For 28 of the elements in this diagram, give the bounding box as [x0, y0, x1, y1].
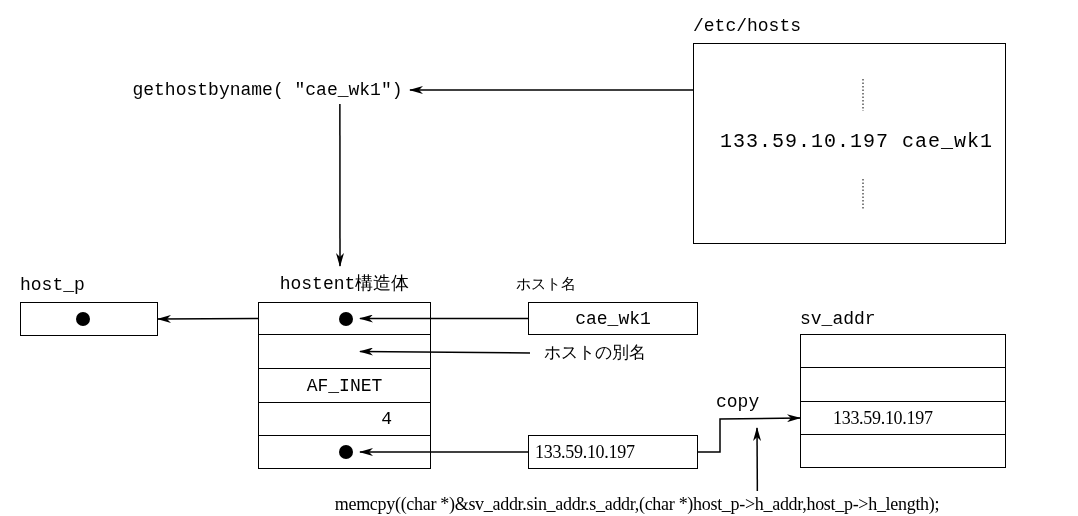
struct-field: AF_INET — [258, 368, 431, 403]
struct-field — [258, 334, 431, 369]
function-call: gethostbyname( "cae_wk1") — [125, 76, 410, 104]
arrow — [697, 414, 801, 453]
value-box: 133.59.10.197 — [528, 435, 698, 469]
struct-field — [800, 367, 1006, 402]
field-caption: ホストの別名 — [530, 340, 660, 366]
arrow — [359, 314, 529, 323]
file-entry: 133.59.10.197 cae_wk1 — [720, 132, 994, 152]
value-box: cae_wk1 — [528, 302, 698, 335]
arrow — [336, 103, 344, 267]
field-caption: ホスト名 — [516, 275, 577, 296]
code-statement: memcpy((char *)&sv_addr.sin_addr.s_addr,(char *)host_p->h_addr,host_p->h_length); — [222, 491, 1052, 516]
struct-field: 4 — [258, 402, 431, 436]
struct-title: sv_addr — [800, 307, 877, 331]
arrow — [359, 347, 531, 356]
struct-field — [800, 434, 1006, 468]
struct-field — [800, 334, 1006, 368]
arrow — [409, 86, 694, 94]
file-name-label: /etc/hosts — [693, 14, 803, 38]
struct-field — [258, 302, 431, 335]
struct-title: hostent構造体 — [278, 273, 411, 296]
arrow — [157, 314, 259, 323]
arrow — [753, 427, 762, 492]
struct-field: 133.59.10.197 — [800, 401, 1006, 435]
arrow — [359, 448, 529, 456]
struct-field — [258, 435, 431, 469]
variable-name: host_p — [20, 274, 86, 297]
